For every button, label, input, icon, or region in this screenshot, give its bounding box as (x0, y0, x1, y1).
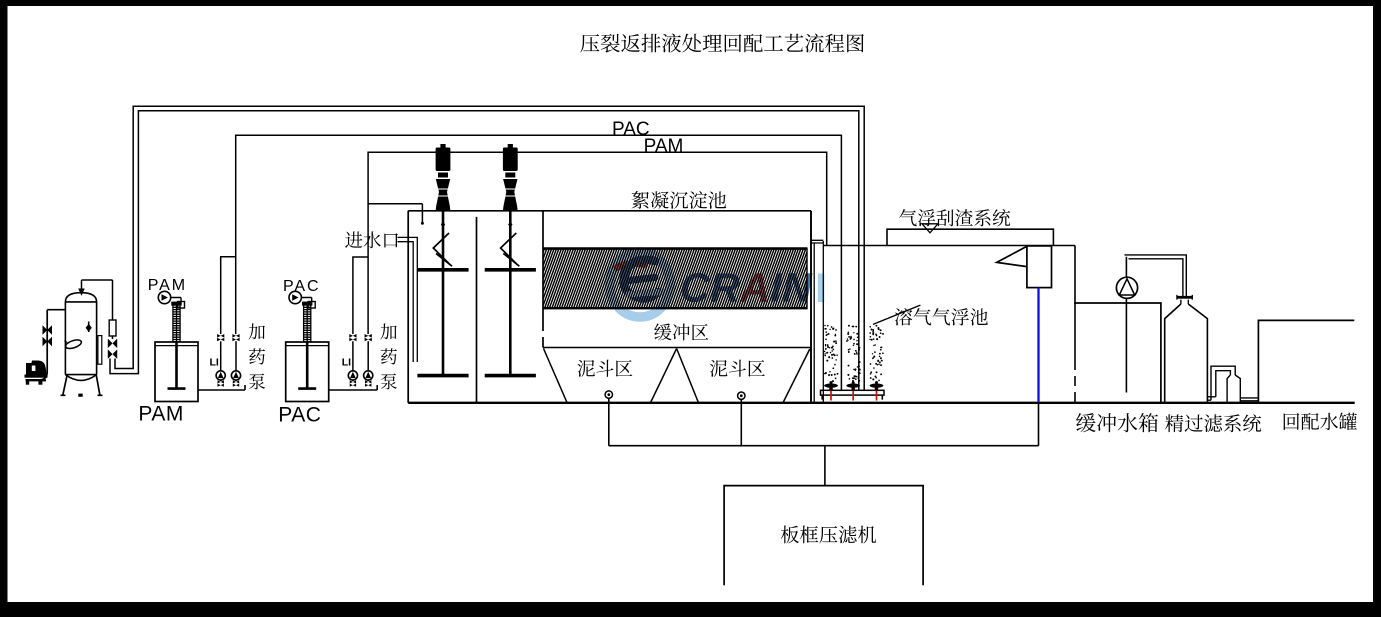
svg-text:PAC: PAC (278, 404, 321, 427)
svg-text:LI: LI (342, 357, 351, 369)
svg-text:PAM: PAM (138, 402, 183, 425)
svg-text:PAM: PAM (644, 136, 684, 157)
svg-text:PAC: PAC (612, 119, 650, 140)
svg-text:PAC: PAC (283, 278, 320, 295)
svg-text:LI: LI (210, 357, 219, 369)
svg-text:PAM: PAM (148, 277, 187, 294)
